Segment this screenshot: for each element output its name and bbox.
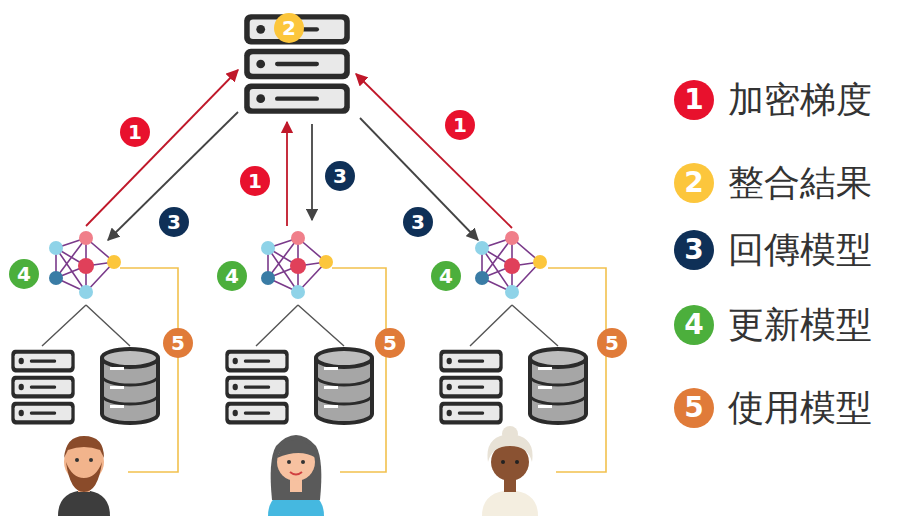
flow-arrows <box>86 70 512 240</box>
callout-number: 3 <box>403 207 433 237</box>
local-links <box>42 305 558 346</box>
local-model <box>475 231 547 299</box>
model-use-lines <box>120 268 606 472</box>
user-elder <box>482 426 538 516</box>
callout-number: 3 <box>325 161 355 191</box>
callout-number: 3 <box>159 207 189 237</box>
local-server <box>11 350 74 425</box>
local-database <box>316 349 372 423</box>
local-model <box>261 231 333 299</box>
callout-number: 4 <box>674 305 714 345</box>
callout-number: 4 <box>217 261 247 291</box>
callout-number: 1 <box>120 117 150 147</box>
legend-text: 整合結果 <box>728 163 872 203</box>
callout-number: 5 <box>674 388 714 428</box>
local-server <box>439 350 502 425</box>
local-model <box>49 231 121 299</box>
user-woman <box>268 435 324 516</box>
callout-number: 1 <box>445 110 475 140</box>
callout-number: 5 <box>597 328 627 358</box>
callout-number: 4 <box>431 261 461 291</box>
user-man <box>58 436 110 516</box>
callout-number: 3 <box>674 230 714 270</box>
callout-number: 5 <box>163 328 193 358</box>
callout-number: 5 <box>375 328 405 358</box>
callout-number: 1 <box>240 166 270 196</box>
legend-text: 更新模型 <box>728 305 872 345</box>
local-database <box>102 349 158 423</box>
callout-number: 4 <box>9 259 39 289</box>
legend-text: 使用模型 <box>728 388 872 428</box>
local-database <box>530 349 586 423</box>
callout-number: 1 <box>674 80 714 120</box>
local-server <box>225 350 288 425</box>
legend-text: 回傳模型 <box>728 230 872 270</box>
callout-number: 2 <box>674 163 714 203</box>
callout-number: 2 <box>274 13 304 43</box>
legend-text: 加密梯度 <box>728 80 872 120</box>
